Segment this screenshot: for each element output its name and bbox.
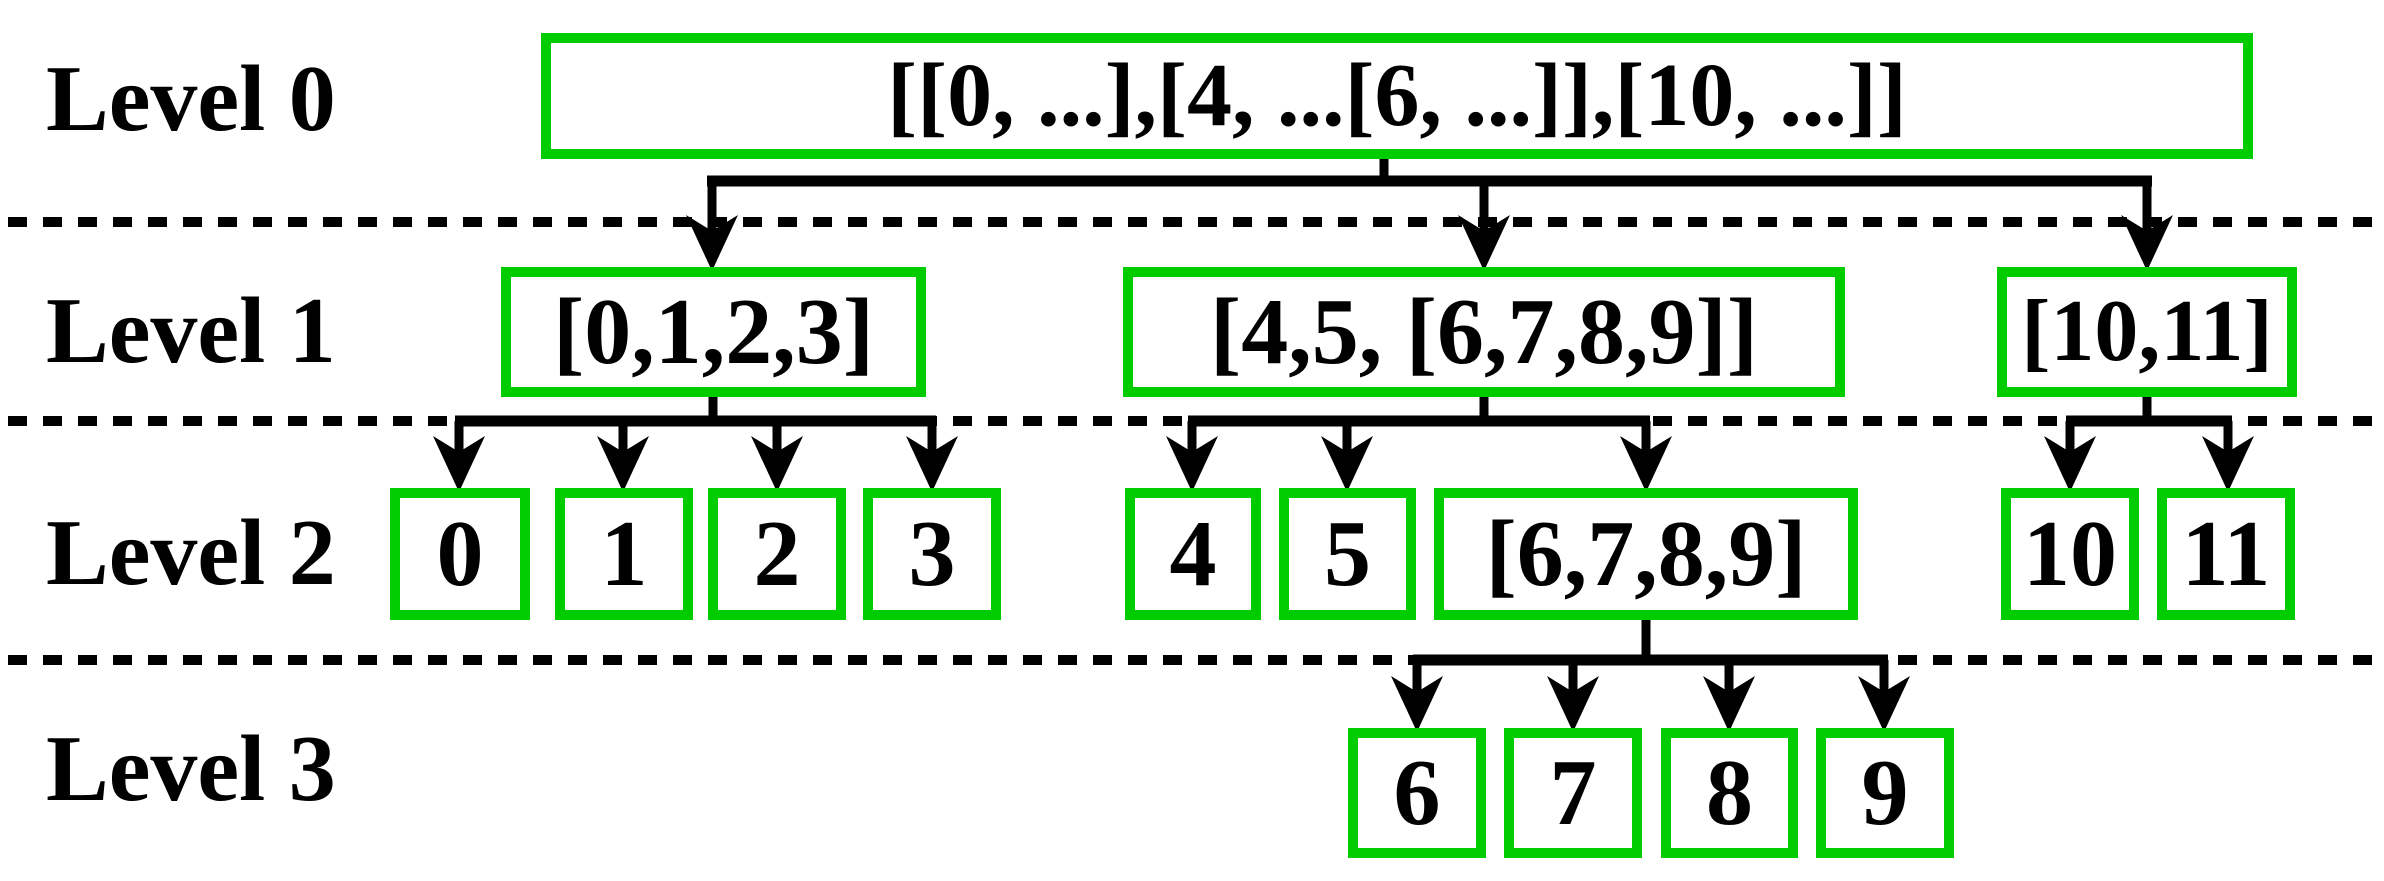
node-45-6789: [4,5, [6,7,8,9]] <box>1123 267 1845 397</box>
leaf-1: 1 <box>555 488 693 620</box>
edges-from-node-6789 <box>1391 618 1910 732</box>
arrowhead-to-node-0123 <box>686 215 738 271</box>
node-45-6789-stub-and-shafts <box>1187 395 1651 458</box>
leaf-5: 5 <box>1279 488 1416 620</box>
arrowhead-to-leaf-1 <box>597 436 649 492</box>
arrowhead-to-node-45-6789 <box>1458 215 1510 271</box>
leaf-4: 4 <box>1125 488 1261 620</box>
arrowhead-to-leaf-2 <box>751 436 803 492</box>
edges-from-node-0123 <box>433 395 958 492</box>
leaf-2: 2 <box>708 488 846 620</box>
edges-from-root <box>686 157 2173 271</box>
node-0123-stub-and-shafts <box>454 395 937 458</box>
leaf-6: 6 <box>1348 728 1486 858</box>
arrowhead-to-leaf-0 <box>433 436 485 492</box>
level-2-label: Level 2 <box>46 501 336 605</box>
leaf-3: 3 <box>863 488 1001 620</box>
node-1011: [10,11] <box>1997 267 2297 397</box>
arrowhead-to-leaf-10 <box>2044 436 2096 492</box>
arrowhead-to-leaf-5 <box>1321 436 1373 492</box>
root-connector-stub-and-shafts <box>707 157 2152 238</box>
leaf-7: 7 <box>1504 728 1642 858</box>
leaf-10: 10 <box>2001 488 2139 620</box>
node-6789-stub-and-shafts <box>1412 618 1889 697</box>
edges-from-node-1011 <box>2044 395 2254 492</box>
arrowhead-to-leaf-8 <box>1703 676 1755 732</box>
node-0123: [0,1,2,3] <box>501 267 926 397</box>
leaf-9: 9 <box>1816 728 1954 858</box>
level-1-label: Level 1 <box>46 279 336 383</box>
leaf-0: 0 <box>390 488 530 620</box>
arrowhead-to-node-6789 <box>1620 436 1672 492</box>
leaf-8: 8 <box>1661 728 1798 858</box>
level-0-label: Level 0 <box>46 47 336 151</box>
node-1011-stub-and-shafts <box>2065 395 2233 458</box>
arrowhead-to-node-1011 <box>2121 215 2173 271</box>
arrowhead-to-leaf-4 <box>1166 436 1218 492</box>
arrowhead-to-leaf-3 <box>906 436 958 492</box>
level-3-label: Level 3 <box>46 717 336 821</box>
level-separator-lines <box>8 217 2384 665</box>
arrowhead-to-leaf-11 <box>2202 436 2254 492</box>
node-6789: [6,7,8,9] <box>1434 488 1858 620</box>
node-root: [[0, ...],[4, ...[6, ...]],[10, ...]] <box>541 33 2253 159</box>
leaf-11: 11 <box>2157 488 2295 620</box>
edges-from-node-45-6789 <box>1166 395 1672 492</box>
arrowhead-to-leaf-7 <box>1547 676 1599 732</box>
arrowhead-to-leaf-9 <box>1858 676 1910 732</box>
arrowhead-to-leaf-6 <box>1391 676 1443 732</box>
